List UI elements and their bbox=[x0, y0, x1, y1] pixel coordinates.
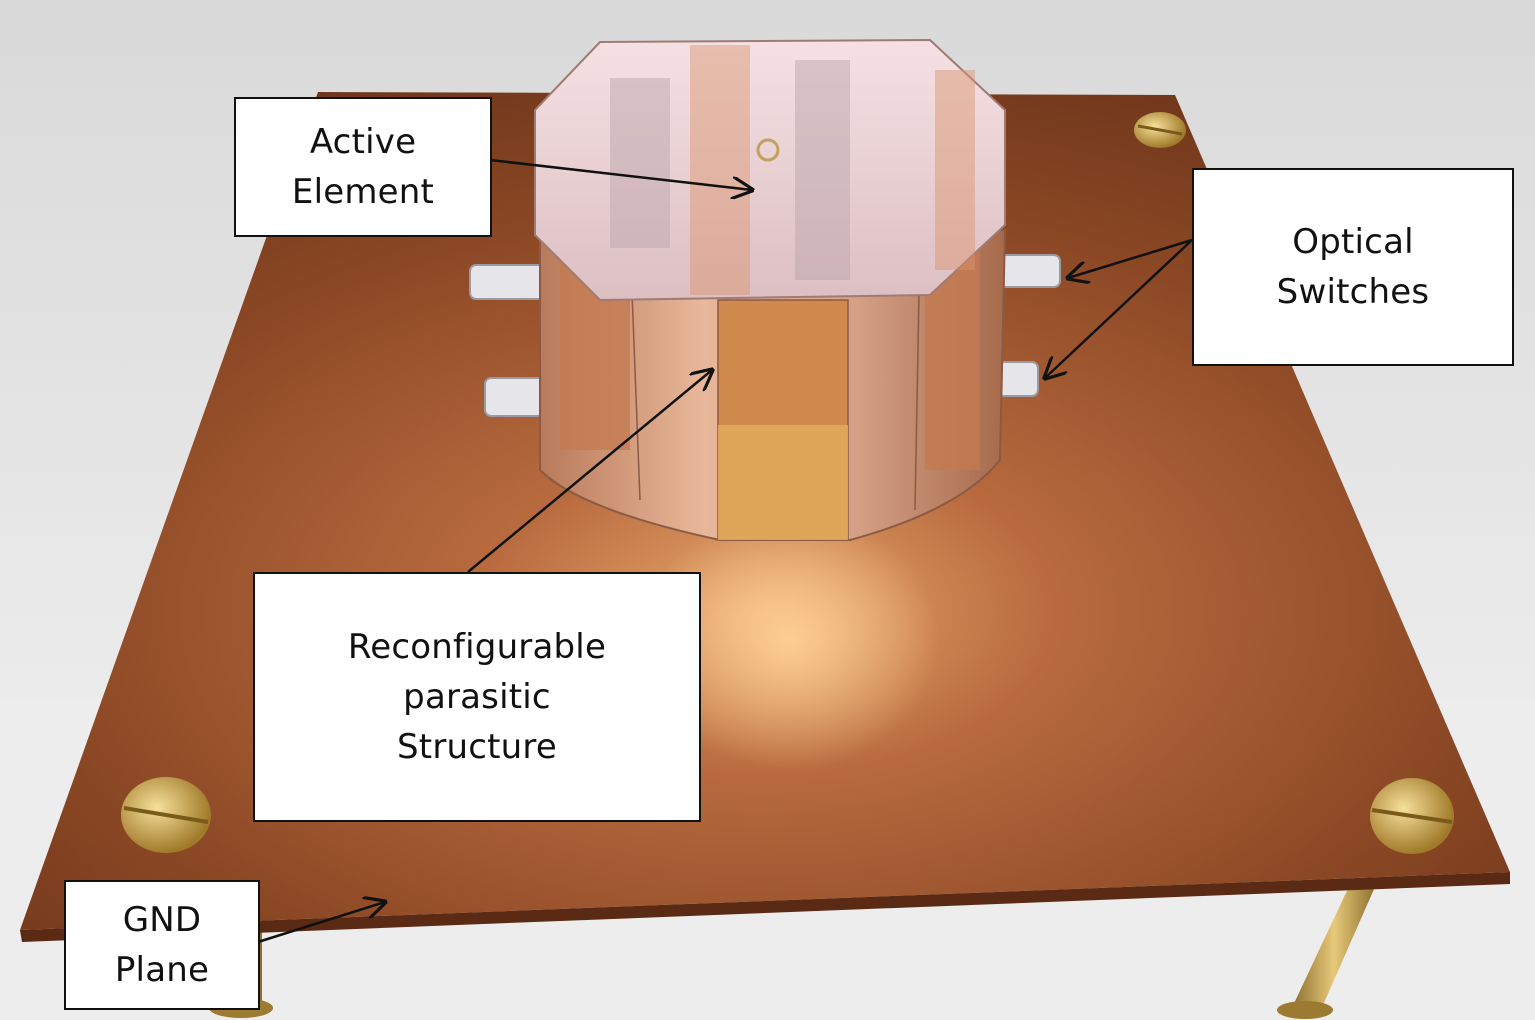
parasitic-strip-front-lower bbox=[718, 425, 848, 540]
label-active-element-line1: Active bbox=[309, 122, 417, 162]
arrow-gnd-plane bbox=[257, 902, 385, 944]
screw-slot-front-left bbox=[123, 806, 209, 824]
label-parasitic-structure: Reconfigurable parasitic Structure bbox=[253, 572, 701, 822]
label-optical-switches-line2: Switches bbox=[1276, 272, 1430, 312]
top-strip-2 bbox=[690, 45, 750, 295]
label-gnd-plane-line1: GND bbox=[122, 900, 202, 940]
top-strip-3 bbox=[795, 60, 850, 280]
top-strip-4 bbox=[935, 70, 975, 270]
arrow-parasitic-structure bbox=[467, 370, 712, 573]
top-strip-1 bbox=[610, 78, 670, 248]
brass-leg-foot-right bbox=[1277, 1001, 1333, 1019]
label-optical-switches: Optical Switches bbox=[1192, 168, 1514, 366]
optical-switch-right-upper bbox=[997, 254, 1061, 288]
label-gnd-plane-line2: Plane bbox=[114, 950, 210, 990]
arrow-active-element bbox=[489, 158, 752, 190]
arrow-optical-switch-lower bbox=[1045, 239, 1193, 378]
active-element-feed bbox=[756, 138, 780, 162]
label-parasitic-structure-line3: Structure bbox=[397, 727, 557, 767]
label-parasitic-structure-line1: Reconfigurable bbox=[347, 627, 607, 667]
label-active-element: Active Element bbox=[234, 97, 492, 237]
gnd-plane-edge bbox=[20, 872, 1510, 942]
screw-slot-front-right bbox=[1371, 808, 1453, 824]
board-light-reflection bbox=[640, 510, 940, 770]
brass-leg-front-right bbox=[1290, 880, 1378, 1012]
label-active-element-line2: Element bbox=[291, 172, 435, 212]
screw-slot-back-right bbox=[1137, 124, 1183, 136]
optical-switch-left-upper bbox=[469, 264, 546, 300]
octagonal-cylinder-top bbox=[534, 38, 1006, 302]
label-parasitic-structure-line2: parasitic bbox=[403, 677, 551, 717]
label-gnd-plane: GND Plane bbox=[64, 880, 260, 1010]
arrow-optical-switch-upper bbox=[1068, 238, 1193, 278]
label-optical-switches-line1: Optical bbox=[1292, 222, 1414, 262]
